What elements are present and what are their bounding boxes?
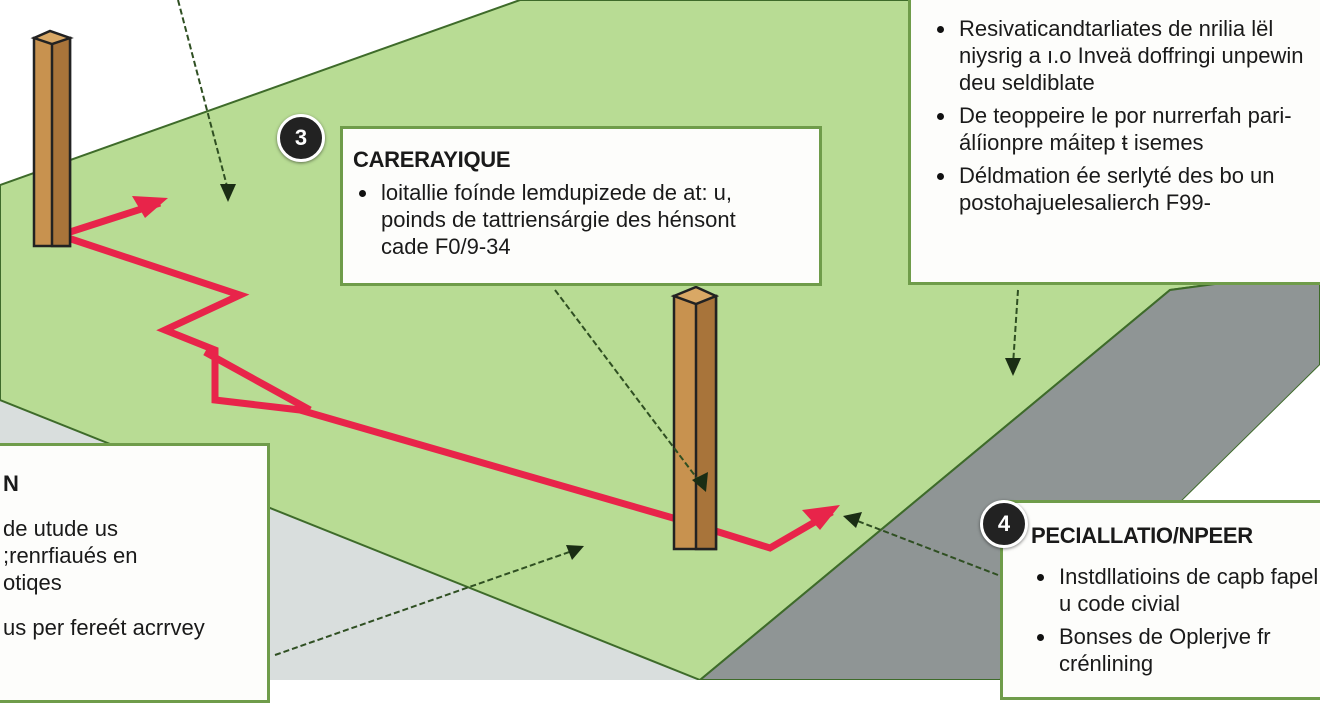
callout-title: CARERAYIQUE (353, 147, 511, 172)
callout-4: PECIALLATIO/NPEER Instdllatioins de capb… (1000, 500, 1320, 700)
callout-bullet: loitallie foínde lemdupizede de at: u, p… (353, 179, 805, 260)
callout-bullet: Resivaticandtarliates de nrilia lël niys… (931, 15, 1320, 96)
callout-bullet: us per fereét acrrvey (0, 614, 267, 641)
callout-title: N (3, 471, 19, 496)
arrowhead-icon (692, 472, 708, 492)
callout-bullet: Déldmation ée serlyté des bo un postohaj… (931, 162, 1320, 216)
callout-left: N de utude us ;renrfiaués en otiqes us p… (0, 443, 270, 703)
callout-bullet: Bonses de Oplerjve fr crénlining (1031, 623, 1320, 677)
callout-bullet: Instdllatioins de capb fapel á u code ci… (1031, 563, 1320, 617)
step-badge-4: 4 (980, 500, 1028, 548)
callout-bullet: De teoppeire le por nurrerfah pari-álíio… (931, 102, 1320, 156)
callout-title: PECIALLATIO/NPEER (1031, 523, 1253, 548)
boundary-post-center (670, 285, 720, 551)
step-badge-3: 3 (277, 114, 325, 162)
arrowhead-icon (802, 505, 840, 530)
callout-3: CARERAYIQUE loitallie foínde lemdupizede… (340, 126, 822, 286)
arrowhead-icon (843, 512, 862, 528)
boundary-post-left (30, 29, 74, 248)
leader-arrows (177, 0, 1019, 656)
arrowhead-icon (1005, 358, 1021, 376)
arrowhead-icon (566, 545, 584, 560)
arrowhead-icon (132, 196, 168, 218)
callout-top-right: Resivaticandtarliates de nrilia lël niys… (908, 0, 1320, 285)
callout-bullet: de utude us ;renrfiaués en otiqes (0, 515, 193, 596)
arrowhead-icon (220, 184, 236, 202)
